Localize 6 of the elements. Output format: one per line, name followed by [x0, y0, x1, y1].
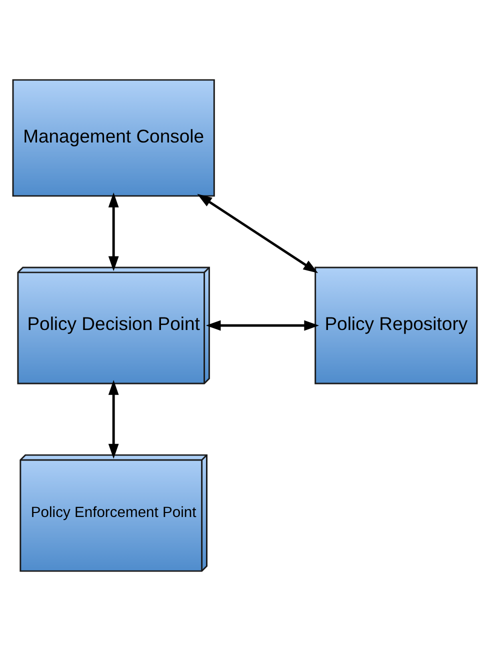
arrow	[108, 192, 119, 271]
arrow	[108, 380, 119, 458]
arrow	[197, 193, 318, 273]
node-box: Management Console	[12, 78, 215, 196]
arrow	[206, 320, 320, 330]
node-box: Policy Repository	[314, 266, 478, 384]
